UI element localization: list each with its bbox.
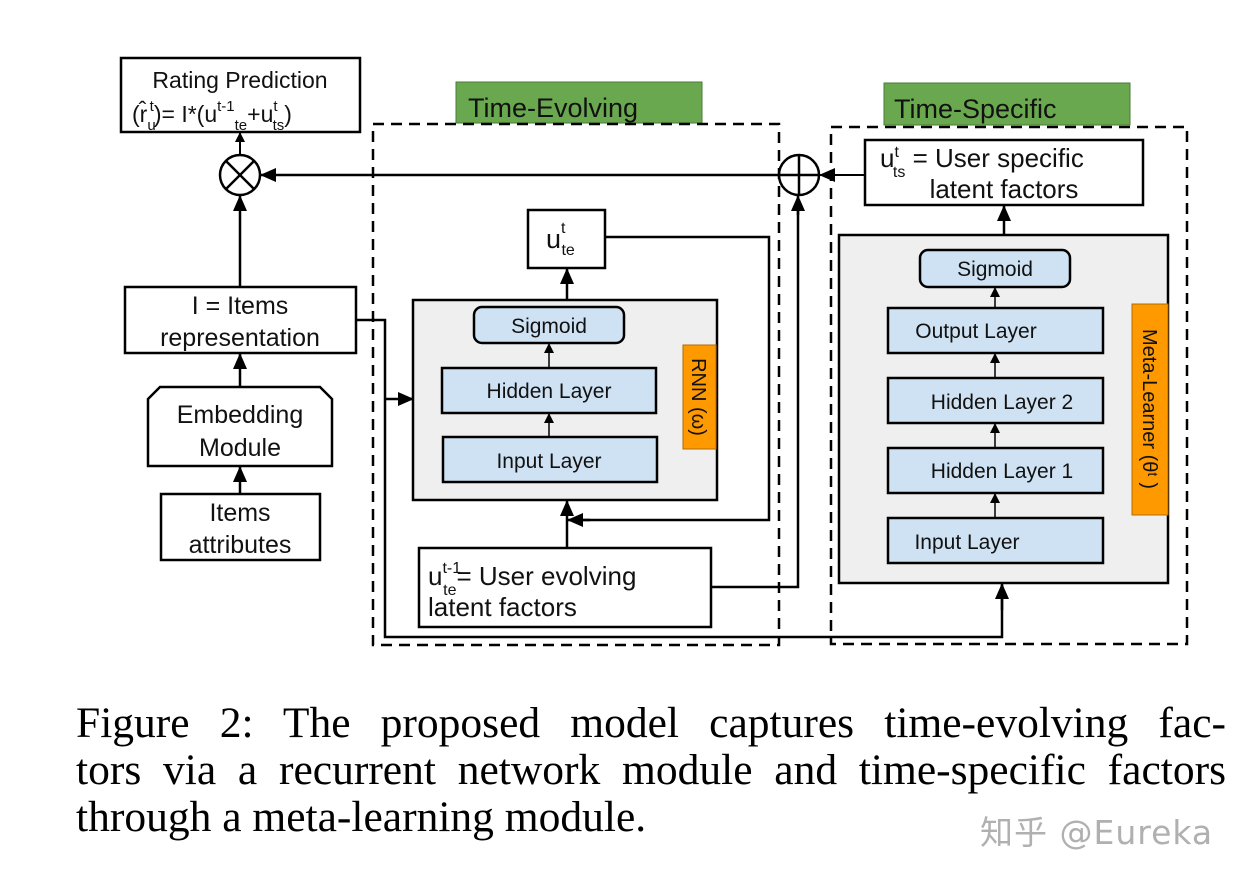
add-node-icon <box>777 153 821 197</box>
items-attributes-line2: attributes <box>189 531 292 559</box>
rnn-input-layer <box>441 435 659 484</box>
meta-input-layer <box>886 516 1105 565</box>
caption-line-1: Figure 2: The proposed model captures ti… <box>76 699 1226 747</box>
meta-hidden-layer-2 <box>886 376 1105 425</box>
meta-output-layer <box>886 306 1105 355</box>
meta-learner-side-label <box>1131 303 1169 516</box>
time-evolving-region <box>371 122 781 647</box>
time-evolving-label: Time-Evolving <box>455 81 703 124</box>
user-specific-line2: latent factors <box>930 174 1079 204</box>
time-specific-text: Time-Specific <box>894 94 1057 124</box>
items-attributes-line1: Items <box>209 499 270 527</box>
time-specific-region <box>829 125 1189 646</box>
meta-learner-module: Sigmoid Output Layer Hidden Layer 2 Hidd… <box>837 233 1170 585</box>
embedding-module-box: Embedding Module <box>146 385 334 468</box>
rnn-sigmoid-text: Sigmoid <box>511 315 587 338</box>
caption-line-2: tors via a recurrent network module and … <box>76 746 1226 794</box>
meta-hidden-layer-1-text: Hidden Layer 1 <box>931 460 1073 483</box>
connector-user-evolving-to-add <box>711 210 800 589</box>
connector-u-te-feedback <box>577 235 771 522</box>
connector-items-to-modules <box>356 318 1004 639</box>
multiply-node-icon <box>218 153 262 197</box>
figure-caption: Figure 2: The proposed model captures ti… <box>76 700 1226 841</box>
rating-prediction-title: Rating Prediction <box>152 67 327 93</box>
rnn-hidden-layer-text: Hidden Layer <box>487 380 612 403</box>
rnn-side-label <box>682 344 717 450</box>
rnn-module: Sigmoid Hidden Layer Input Layer RNN (ω) <box>411 298 719 502</box>
rnn-input-layer-text: Input Layer <box>496 450 601 473</box>
meta-input-layer-text: Input Layer <box>914 531 1019 554</box>
items-attributes-box: Items attributes <box>159 492 322 562</box>
meta-output-layer-text: Output Layer <box>915 320 1036 343</box>
embedding-module-line1: Embedding <box>177 401 303 429</box>
meta-sigmoid-text: Sigmoid <box>957 258 1033 281</box>
model-architecture-diagram: Time-Evolving Time-Specific Rating Predi… <box>119 56 1189 647</box>
time-evolving-text: Time-Evolving <box>468 93 638 123</box>
user-evolving-line2: latent factors <box>428 592 577 622</box>
items-representation-line2: representation <box>160 324 320 352</box>
time-specific-label: Time-Specific <box>883 82 1131 126</box>
embedding-module-line2: Module <box>199 434 281 462</box>
rnn-side-label-text: RNN (ω) <box>687 358 709 436</box>
items-representation-box: I = Items representation <box>123 285 358 355</box>
meta-learner-side-label-text: Meta-Learner (θᵗ ) <box>1138 329 1160 489</box>
items-representation-line1: I = Items <box>192 292 289 320</box>
caption-line-3: through a meta-learning module. <box>76 793 647 841</box>
watermark: 知乎 @Eureka <box>980 813 1214 852</box>
meta-hidden-layer-2-text: Hidden Layer 2 <box>931 391 1073 414</box>
